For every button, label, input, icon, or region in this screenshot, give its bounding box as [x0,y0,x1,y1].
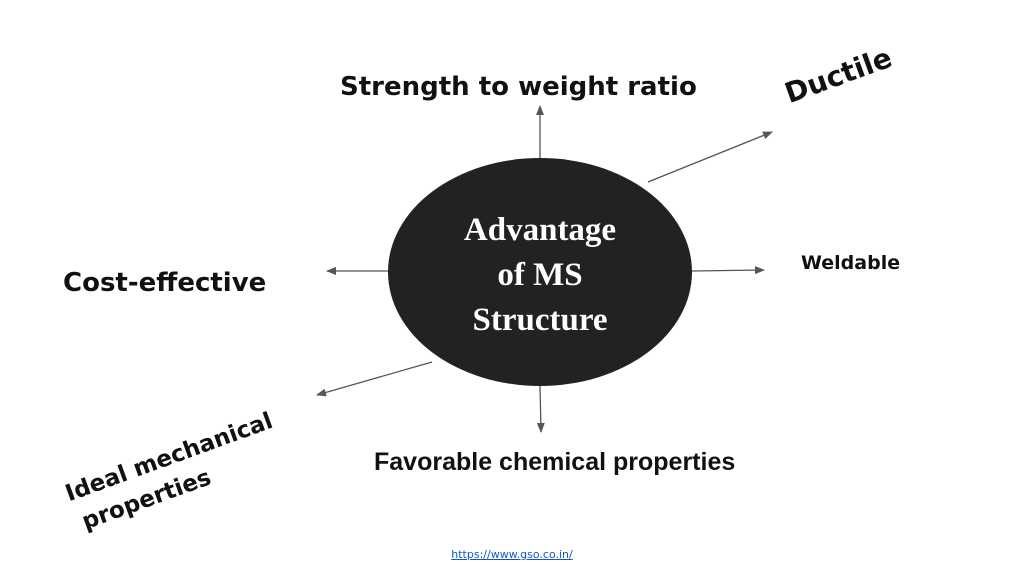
arrow-bottom [536,385,545,433]
center-title-line-3: Structure [472,302,608,338]
label-cost-effective: Cost-effective [63,268,267,298]
label-weldable: Weldable [801,252,901,274]
label-strength-to-weight: Strength to weight ratio [340,72,697,102]
label-favorable-chemical-properties: Favorable chemical properties [374,448,736,476]
center-title: Advantage of MS Structure [430,208,650,343]
arrow-top-right [647,131,773,183]
arrow-bottom-left [316,361,433,397]
center-title-line-2: of MS [497,257,583,293]
arrow-right [691,266,765,275]
center-title-line-1: Advantage [463,212,617,248]
source-link[interactable]: https://www.gso.co.in/ [451,548,573,561]
center-ellipse [388,158,692,386]
